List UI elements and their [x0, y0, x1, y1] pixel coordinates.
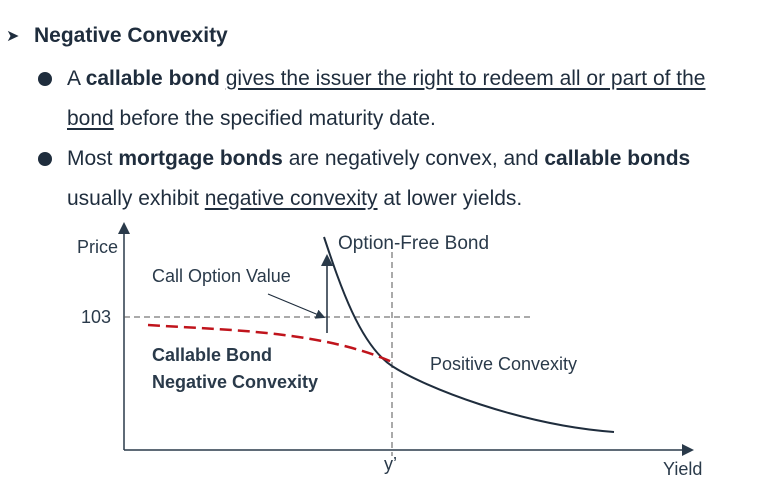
call-option-value-label: Call Option Value — [152, 266, 291, 286]
callable-bond-label: Callable Bond — [152, 345, 272, 365]
bullet-dot-icon — [38, 72, 52, 86]
call-option-pointer — [267, 293, 326, 319]
bullet-line-1b: bond before the specified maturity date. — [67, 107, 436, 130]
y-axis-label: Price — [77, 237, 118, 257]
x-axis-label: Yield — [663, 459, 702, 479]
callable-bonds-term: callable bonds — [544, 147, 691, 170]
bullet-line-2b: usually exhibit negative convexity at lo… — [67, 187, 523, 210]
negative-convexity-label: Negative Convexity — [152, 372, 318, 392]
bullet-line-2: Most mortgage bonds are negatively conve… — [67, 147, 691, 170]
bullet-callable-bond: A callable bond gives the issuer the rig… — [38, 59, 758, 139]
arrow-bullet-icon: ➤ — [6, 28, 20, 45]
yield-tick-label: y’ — [384, 454, 397, 474]
heading-text: Negative Convexity — [34, 24, 228, 47]
option-free-bond-label: Option-Free Bond — [338, 233, 489, 254]
price-level-label: 103 — [81, 307, 111, 327]
option-free-bond-curve — [323, 236, 615, 433]
bullet-mortgage-bonds: Most mortgage bonds are negatively conve… — [38, 139, 758, 219]
section-heading: ➤ Negative Convexity — [6, 24, 228, 48]
callable-bond-curve — [147, 323, 393, 364]
bullet-dot-icon — [38, 152, 52, 166]
negative-convexity-term: negative convexity — [204, 187, 378, 210]
positive-convexity-label: Positive Convexity — [430, 354, 577, 374]
mortgage-bonds-term: mortgage bonds — [118, 147, 283, 170]
bullet-line-1: A callable bond gives the issuer the rig… — [67, 67, 706, 90]
callable-bond-term: callable bond — [85, 67, 220, 90]
